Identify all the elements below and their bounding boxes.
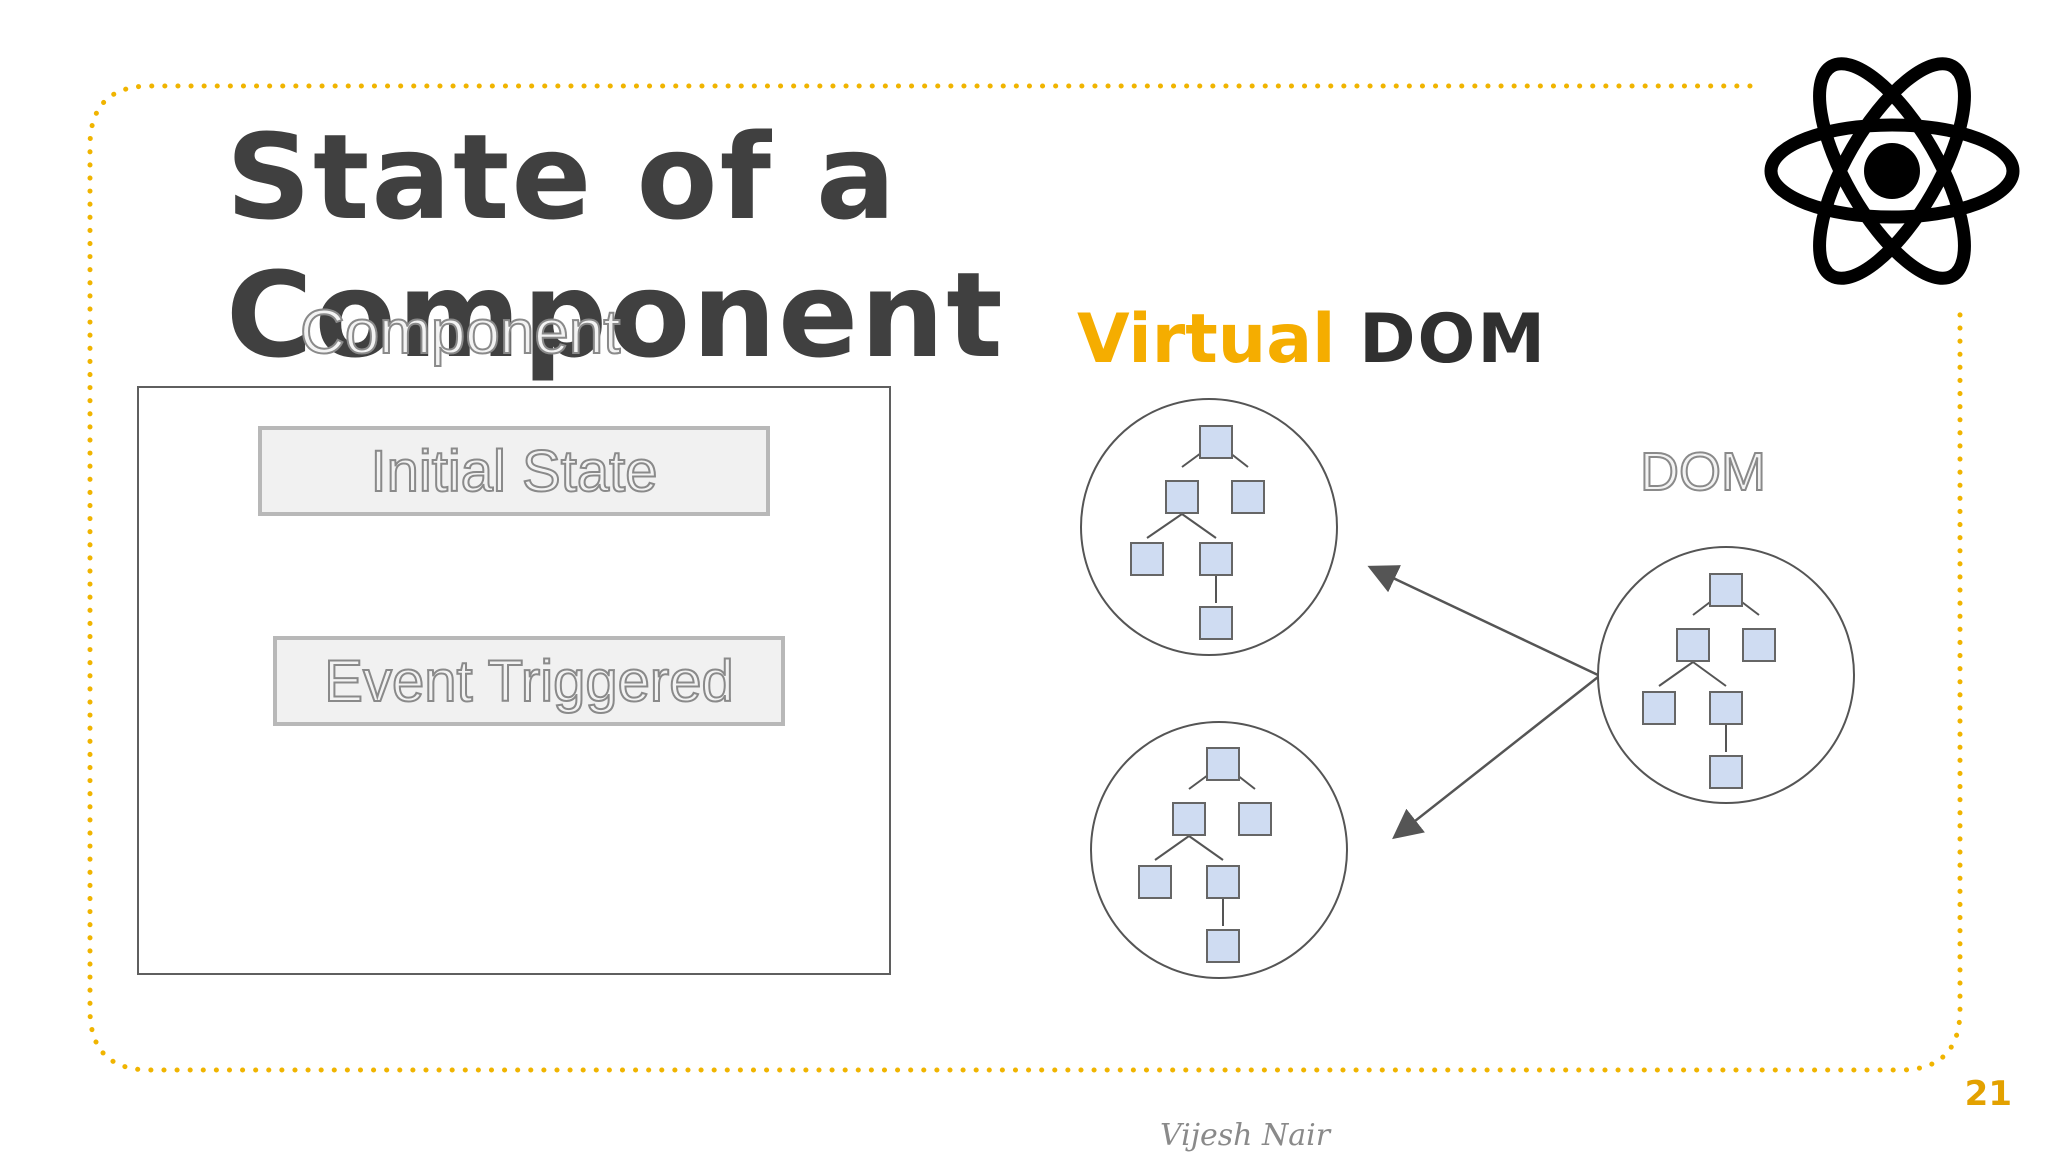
initial-state-label: Initial State: [370, 438, 659, 505]
vdom-diagram: [1080, 398, 1855, 979]
event-triggered-label: Event Triggered: [323, 648, 734, 715]
tree-node: [1206, 929, 1240, 963]
dom-label: DOM: [1639, 441, 1767, 503]
title-line-2: Component: [226, 246, 1005, 384]
component-label: Component: [299, 297, 622, 368]
tree-node: [1709, 573, 1743, 607]
arrow-to-top: [1367, 565, 1599, 677]
page-title: State of a Component: [226, 108, 1126, 384]
virtual-dom-tree-top: [1080, 398, 1338, 656]
react-atom-icon: [1764, 57, 2020, 285]
tree-node: [1709, 755, 1743, 789]
author-signature: Vijesh Nair: [1160, 1118, 1331, 1153]
virtual-dom-heading: Virtual DOM: [1077, 300, 1547, 380]
dom-word: DOM: [1359, 300, 1547, 379]
tree-node: [1130, 542, 1164, 576]
tree-node: [1231, 480, 1265, 514]
tree-node: [1709, 691, 1743, 725]
title-line-1: State of a: [226, 108, 898, 246]
tree-node: [1172, 802, 1206, 836]
virtual-dom-tree-bottom: [1090, 721, 1348, 979]
dom-tree: [1597, 546, 1855, 804]
tree-node: [1199, 606, 1233, 640]
tree-node: [1206, 865, 1240, 899]
tree-node: [1676, 628, 1710, 662]
tree-node: [1238, 802, 1272, 836]
tree-node: [1199, 425, 1233, 459]
tree-node: [1165, 480, 1199, 514]
tree-node: [1138, 865, 1172, 899]
virtual-word: Virtual: [1077, 300, 1336, 379]
event-triggered-box: Event Triggered: [273, 636, 785, 726]
tree-node: [1642, 691, 1676, 725]
tree-node: [1742, 628, 1776, 662]
page-number: 21: [1964, 1074, 2012, 1114]
tree-node: [1206, 747, 1240, 781]
initial-state-box: Initial State: [258, 426, 770, 516]
arrow-to-bottom: [1392, 676, 1599, 840]
tree-node: [1199, 542, 1233, 576]
